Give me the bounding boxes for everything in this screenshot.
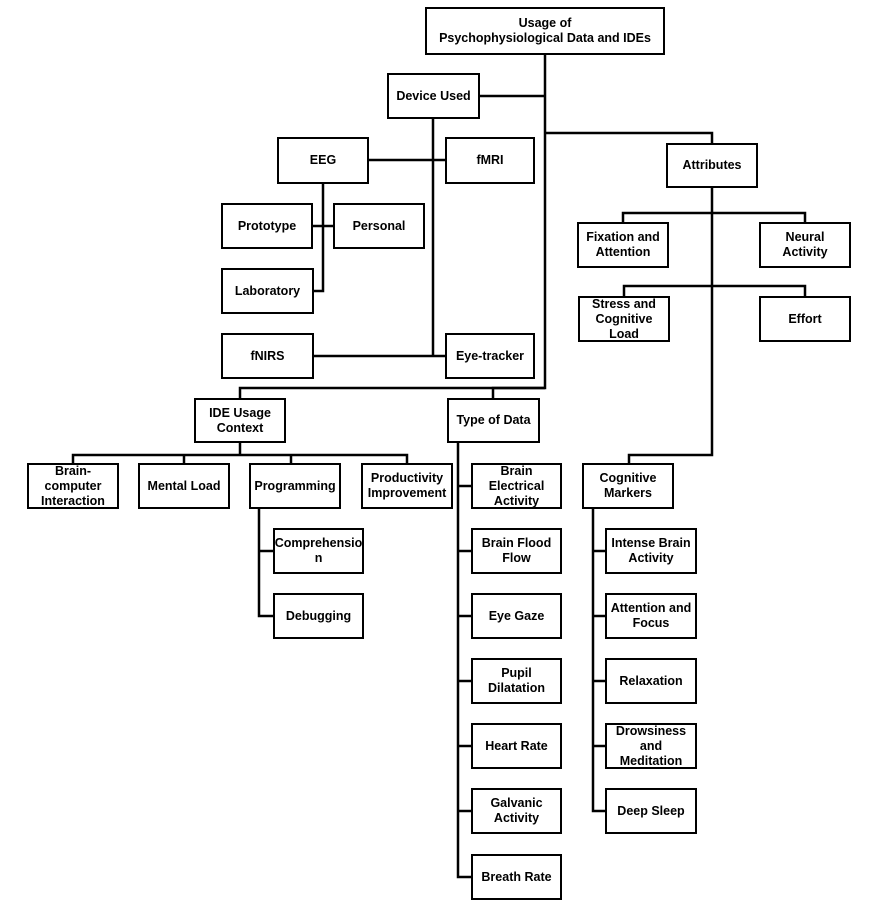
- connector: [621, 211, 807, 222]
- eye-tracker-node: Eye-tracker: [445, 333, 535, 379]
- ide-usage-context-node: IDE Usage Context: [194, 398, 286, 443]
- deep-sleep-node: Deep Sleep: [605, 788, 697, 834]
- type-of-data-node: Type of Data: [447, 398, 540, 443]
- connector: [257, 509, 273, 618]
- connector: [627, 188, 714, 463]
- pupil-dilatation-node: Pupil Dilatation: [471, 658, 562, 704]
- personal-node: Personal: [333, 203, 425, 249]
- productivity-improvement-node: Productivity Improvement: [361, 463, 453, 509]
- breath-rate-node: Breath Rate: [471, 854, 562, 900]
- debugging-node: Debugging: [273, 593, 364, 639]
- brain-flood-flow-node: Brain Flood Flow: [471, 528, 562, 574]
- laboratory-node: Laboratory: [221, 268, 314, 314]
- connector: [456, 443, 471, 879]
- brain-electrical-activity-node: Brain Electrical Activity: [471, 463, 562, 509]
- brain-computer-interaction-node: Brain- computer Interaction: [27, 463, 119, 509]
- connector: [545, 131, 714, 143]
- fmri-node: fMRI: [445, 137, 535, 184]
- galvanic-activity-node: Galvanic Activity: [471, 788, 562, 834]
- prototype-node: Prototype: [221, 203, 313, 249]
- fnirs-node: fNIRS: [221, 333, 314, 379]
- neural-activity-node: Neural Activity: [759, 222, 851, 268]
- programming-node: Programming: [249, 463, 341, 509]
- connector: [238, 55, 547, 398]
- relaxation-node: Relaxation: [605, 658, 697, 704]
- connector: [591, 509, 605, 813]
- intense-brain-activity-node: Intense Brain Activity: [605, 528, 697, 574]
- drowsiness-meditation-node: Drowsiness and Meditation: [605, 723, 697, 769]
- connector: [314, 184, 325, 293]
- root-node: Usage of Psychophysiological Data and ID…: [425, 7, 665, 55]
- connector: [491, 386, 545, 398]
- comprehension-node: Comprehensio n: [273, 528, 364, 574]
- heart-rate-node: Heart Rate: [471, 723, 562, 769]
- mental-load-node: Mental Load: [138, 463, 230, 509]
- eye-gaze-node: Eye Gaze: [471, 593, 562, 639]
- eeg-node: EEG: [277, 137, 369, 184]
- device-used-node: Device Used: [387, 73, 480, 119]
- attributes-node: Attributes: [666, 143, 758, 188]
- fixation-attention-node: Fixation and Attention: [577, 222, 669, 268]
- attention-focus-node: Attention and Focus: [605, 593, 697, 639]
- connector: [622, 284, 807, 296]
- stress-cognitive-load-node: Stress and Cognitive Load: [578, 296, 670, 342]
- connector: [71, 453, 409, 463]
- effort-node: Effort: [759, 296, 851, 342]
- cognitive-markers-node: Cognitive Markers: [582, 463, 674, 509]
